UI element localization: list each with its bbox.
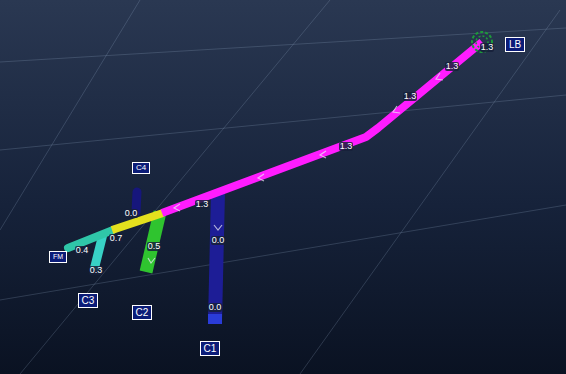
- tag-text: LB: [509, 39, 521, 50]
- flow-value: 1.3: [445, 62, 460, 71]
- tag-text: FM: [53, 253, 63, 261]
- flow-value: 1.3: [480, 43, 495, 52]
- flow-value: 0.0: [208, 303, 223, 312]
- pipe: [68, 230, 113, 248]
- flow-value: 0.4: [75, 246, 90, 255]
- tag-text: C2: [136, 307, 149, 318]
- flow-value: 0.0: [211, 236, 226, 245]
- tag-text: C3: [82, 295, 95, 306]
- flow-value: 1.3: [339, 142, 354, 151]
- flow-value: 0.5: [147, 242, 162, 251]
- main-pipe: [162, 42, 482, 213]
- flow-value: 1.3: [403, 92, 418, 101]
- component-tag: FM: [49, 251, 67, 263]
- tag-text: C1: [204, 343, 217, 354]
- tag-text: C4: [136, 164, 146, 173]
- component-tag: LB: [505, 37, 525, 52]
- flow-value: 0.7: [109, 234, 124, 243]
- flow-arrows: [148, 73, 443, 263]
- flow-value: 0.0: [124, 209, 139, 218]
- component-tag: C4: [132, 162, 150, 175]
- flow-value: 0.3: [89, 266, 104, 275]
- component-tag: C2: [132, 305, 153, 320]
- flow-value: 1.3: [195, 200, 210, 209]
- pipe-end: [208, 314, 222, 324]
- component-tag: C1: [200, 341, 221, 356]
- component-tag: C3: [78, 293, 99, 308]
